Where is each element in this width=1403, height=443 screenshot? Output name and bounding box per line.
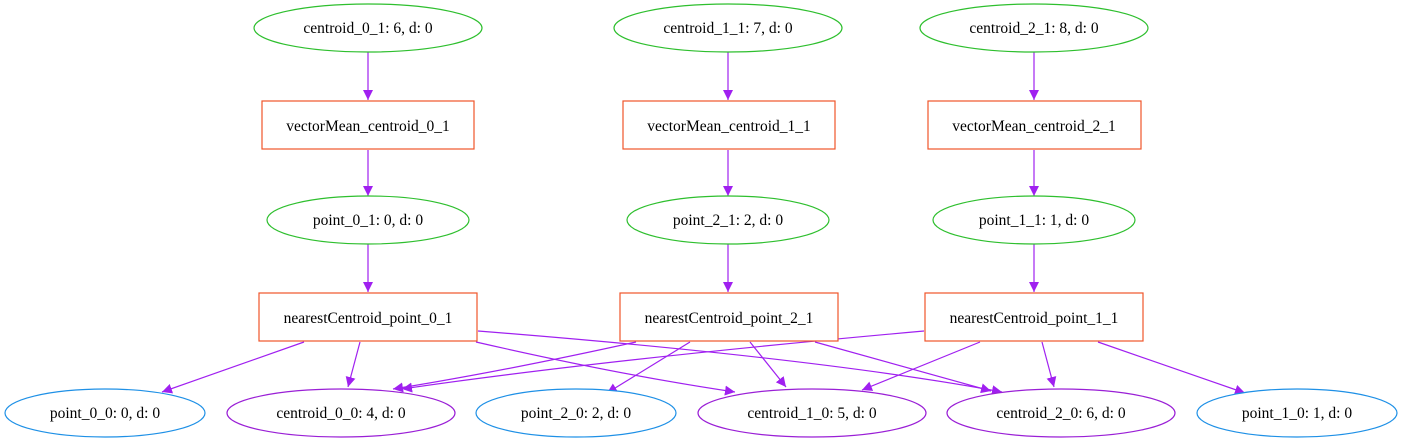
node-label: centroid_1_0: 5, d: 0 <box>747 405 876 422</box>
edge-nc2-p20 <box>606 341 691 394</box>
edge-nc0-c00 <box>345 341 361 388</box>
edge-nc1-c10 <box>861 341 981 391</box>
node-label: point_0_1: 0, d: 0 <box>313 212 423 229</box>
node-point-2-0: point_2_0: 2, d: 0 <box>475 388 677 438</box>
node-label: centroid_0_1: 6, d: 0 <box>303 20 432 37</box>
node-label: vectorMean_centroid_0_1 <box>286 118 450 135</box>
node-label: point_1_1: 1, d: 0 <box>979 212 1089 229</box>
node-point-1-0: point_1_0: 1, d: 0 <box>1196 388 1398 438</box>
edges <box>161 52 1246 396</box>
node-nearestcentroid-point-2-1: nearestCentroid_point_2_1 <box>619 292 839 342</box>
node-label: centroid_2_0: 6, d: 0 <box>996 405 1125 422</box>
node-label: centroid_0_0: 4, d: 0 <box>276 405 405 422</box>
node-centroid-1-1: centroid_1_1: 7, d: 0 <box>613 3 843 53</box>
node-label: vectorMean_centroid_2_1 <box>952 118 1116 135</box>
edge-nc1-p10 <box>1097 341 1246 395</box>
node-nearestcentroid-point-1-1: nearestCentroid_point_1_1 <box>924 292 1144 342</box>
node-vectormean-centroid-0-1: vectorMean_centroid_0_1 <box>261 100 475 150</box>
node-point-0-0: point_0_0: 0, d: 0 <box>4 388 206 438</box>
edge-nc1-c20 <box>1041 341 1057 388</box>
node-centroid-0-1: centroid_0_1: 6, d: 0 <box>253 3 483 53</box>
edge-nc0-c20 <box>477 330 1003 396</box>
node-label: nearestCentroid_point_0_1 <box>284 310 453 327</box>
node-label: point_0_0: 0, d: 0 <box>50 405 160 422</box>
nodes: centroid_0_1: 6, d: 0 centroid_1_1: 7, d… <box>4 3 1398 438</box>
node-label: nearestCentroid_point_1_1 <box>950 310 1119 327</box>
node-label: centroid_1_1: 7, d: 0 <box>663 20 792 37</box>
node-label: centroid_2_1: 8, d: 0 <box>969 20 1098 37</box>
node-vectormean-centroid-2-1: vectorMean_centroid_2_1 <box>927 100 1142 150</box>
node-centroid-2-0: centroid_2_0: 6, d: 0 <box>946 388 1176 438</box>
node-label: point_2_1: 2, d: 0 <box>673 212 783 229</box>
edge-nc0-c10 <box>475 341 736 396</box>
node-vectormean-centroid-1-1: vectorMean_centroid_1_1 <box>622 100 836 150</box>
edge-nc2-c20 <box>814 341 992 394</box>
node-point-0-1: point_0_1: 0, d: 0 <box>266 195 470 245</box>
edge-nc0-p00 <box>161 341 305 394</box>
node-point-1-1: point_1_1: 1, d: 0 <box>932 195 1136 245</box>
node-label: nearestCentroid_point_2_1 <box>645 310 814 327</box>
node-point-2-1: point_2_1: 2, d: 0 <box>626 195 830 245</box>
edge-nc2-c10 <box>749 341 787 388</box>
node-centroid-1-0: centroid_1_0: 5, d: 0 <box>697 388 927 438</box>
node-centroid-0-0: centroid_0_0: 4, d: 0 <box>226 388 456 438</box>
node-label: point_1_0: 1, d: 0 <box>1242 405 1352 422</box>
node-centroid-2-1: centroid_2_1: 8, d: 0 <box>919 3 1149 53</box>
edge-nc2-c00 <box>392 341 637 393</box>
node-nearestcentroid-point-0-1: nearestCentroid_point_0_1 <box>258 292 478 342</box>
node-label: point_2_0: 2, d: 0 <box>521 405 631 422</box>
node-label: vectorMean_centroid_1_1 <box>647 118 811 135</box>
